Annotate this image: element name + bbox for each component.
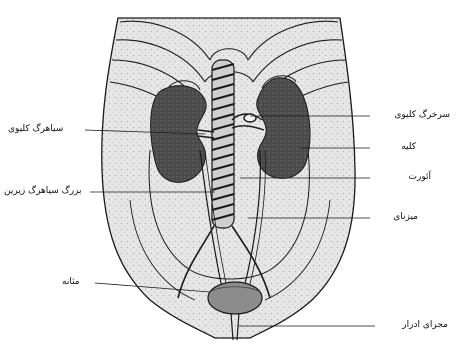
label-inferior-vena-cava: بزرگ سیاهرگ زیرین	[4, 186, 82, 197]
label-bladder: مثانه	[62, 277, 80, 288]
label-renal-vein: سیاهرگ کلیوی	[8, 124, 63, 135]
label-kidney: کلیه	[401, 142, 416, 153]
label-renal-artery: سرخرگ کلیوی	[394, 110, 450, 121]
label-urethra: مجرای ادرار	[402, 320, 448, 331]
label-aorta: آئورت	[409, 172, 431, 183]
label-ureter: میزنای	[393, 212, 418, 223]
